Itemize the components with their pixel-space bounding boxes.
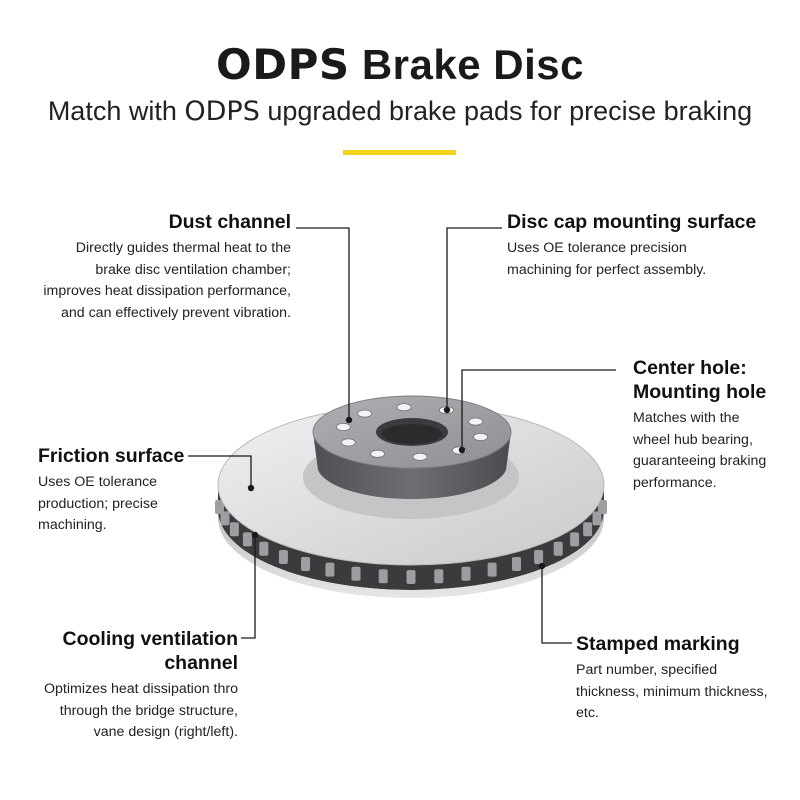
dot-center-hole <box>458 446 466 454</box>
callout-title: Disc cap mounting surface <box>507 211 757 233</box>
callout-line: vane design (right/left). <box>93 724 238 740</box>
callout-line: Matches with the <box>633 410 740 426</box>
callout-line: and can effectively prevent vibration. <box>60 304 291 321</box>
cooling-vane <box>583 522 593 537</box>
brake-disc <box>215 395 607 598</box>
callout-dust-channel: Dust channel Directly guides thermal hea… <box>43 210 291 324</box>
cooling-vane <box>406 570 416 584</box>
dot-disc-cap <box>443 406 451 414</box>
leader-friction-surface <box>188 455 252 486</box>
callout-line: Uses OE tolerance <box>38 474 158 490</box>
leader-lines <box>188 227 616 644</box>
subtitle-prefix: Match with <box>47 96 177 126</box>
callout-line: through the bridge structure, <box>59 702 238 719</box>
cooling-vane <box>434 569 444 584</box>
callout-title: Dust channel <box>168 211 291 233</box>
dot-stamped-marking <box>538 562 546 570</box>
leader-dust-channel <box>296 227 350 418</box>
cooling-vane <box>570 532 580 547</box>
callout-line: guaranteeing braking <box>633 453 767 469</box>
cooling-vane <box>351 566 361 581</box>
callout-center-hole: Center hole: Mounting hole Matches with … <box>633 356 766 494</box>
title-brand: ODPS <box>216 40 350 89</box>
center-hole-depth <box>382 424 442 444</box>
callout-friction-surface: Friction surface Uses OE tolerance produ… <box>38 444 184 537</box>
callout-line: wheel hub bearing, <box>633 431 753 448</box>
lug-hole <box>396 403 412 412</box>
callout-body: Uses OE tolerance production; precise ma… <box>38 472 184 537</box>
callout-line: machining. <box>38 517 107 533</box>
dot-friction-surface <box>247 484 255 492</box>
callout-body: Uses OE tolerance precision machining fo… <box>507 238 756 281</box>
subtitle-suffix: upgraded brake pads for precise braking <box>267 96 753 126</box>
cooling-vane <box>598 500 607 514</box>
lug-hole <box>370 449 386 458</box>
cooling-vane <box>229 522 239 537</box>
lug-hole <box>473 432 489 441</box>
leader-cooling-channel <box>241 537 256 639</box>
cooling-vanes <box>215 500 607 584</box>
cooling-vane <box>461 566 471 581</box>
callout-title-line: Mounting hole <box>633 381 767 403</box>
callout-body: Matches with the wheel hub bearing, guar… <box>633 408 766 494</box>
dot-cooling-channel <box>251 531 259 539</box>
cooling-vane <box>220 511 230 526</box>
callout-line: thickness, minimum thickness, <box>576 683 768 700</box>
callout-line: machining for perfect assembly. <box>507 261 707 278</box>
callout-body: Directly guides thermal heat to the brak… <box>43 238 291 324</box>
callout-title-line: Center hole: <box>633 357 747 379</box>
callout-cooling-channel: Cooling ventilation channel Optimizes he… <box>0 627 238 744</box>
cooling-vane <box>512 557 521 571</box>
lug-hole <box>412 452 428 461</box>
cooling-vane <box>592 511 602 526</box>
cooling-vane <box>378 569 388 584</box>
callout-title: Friction surface <box>38 445 185 467</box>
lug-hole <box>357 409 373 418</box>
callout-line: Part number, specified <box>576 662 718 678</box>
callout-body: Optimizes heat dissipation thro through … <box>0 679 238 744</box>
callout-line: etc. <box>576 705 599 721</box>
subtitle-brand: ODPS <box>184 96 260 127</box>
callout-body: Part number, specified thickness, minimu… <box>576 660 768 725</box>
callout-title: Center hole: Mounting hole <box>633 356 766 404</box>
callout-line: performance. <box>633 474 717 491</box>
lug-hole <box>468 417 484 426</box>
page-title: ODPS Brake Disc <box>0 40 800 89</box>
leader-disc-cap <box>446 227 502 408</box>
callout-line: Uses OE tolerance precision <box>507 240 687 256</box>
cooling-vane <box>301 557 310 571</box>
cooling-vane <box>278 550 288 564</box>
callout-line: Directly guides thermal heat to the <box>75 240 291 256</box>
lug-hole <box>335 422 351 431</box>
cooling-vane <box>553 541 563 556</box>
leader-stamped-marking <box>541 568 572 644</box>
callout-title: Stamped marking <box>576 633 740 655</box>
callout-stamped-marking: Stamped marking Part number, specified t… <box>576 632 768 725</box>
dot-dust-channel <box>345 416 353 424</box>
callout-title: Cooling ventilation channel <box>62 628 239 674</box>
accent-divider <box>343 150 456 155</box>
callout-line: production; precise <box>38 495 158 512</box>
title-text: Brake Disc <box>361 41 584 88</box>
cooling-vane <box>242 532 252 547</box>
cooling-vane <box>534 550 544 564</box>
callout-line: brake disc ventilation chamber; <box>95 261 291 278</box>
leader-center-hole <box>461 369 616 448</box>
cooling-vane <box>487 562 497 577</box>
cooling-vane <box>215 500 224 514</box>
cooling-vane <box>259 541 269 556</box>
callout-line: improves heat dissipation performance, <box>43 283 291 299</box>
cooling-vane <box>325 562 335 577</box>
callout-line: Optimizes heat dissipation thro <box>44 681 238 697</box>
page-subtitle: Match with ODPS upgraded brake pads for … <box>0 96 800 127</box>
lug-hole <box>340 438 356 447</box>
leader-dots <box>247 406 546 570</box>
callout-disc-cap: Disc cap mounting surface Uses OE tolera… <box>507 210 756 281</box>
